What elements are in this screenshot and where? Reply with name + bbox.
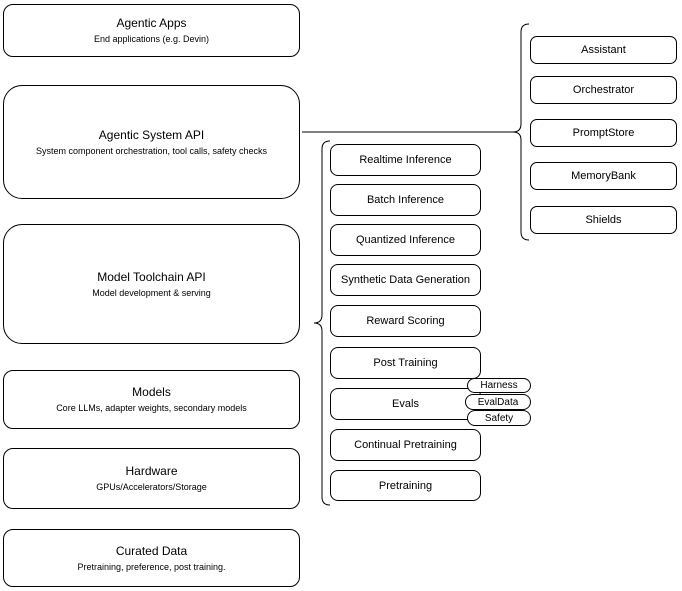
node-label: Synthetic Data Generation bbox=[340, 274, 471, 286]
node-title: Models bbox=[132, 385, 171, 399]
node-pretraining: Pretraining bbox=[330, 470, 481, 501]
node-promptstore: PromptStore bbox=[530, 119, 677, 147]
node-subtitle: GPUs/Accelerators/Storage bbox=[96, 482, 207, 492]
node-agentic-system-api: Agentic System API System component orch… bbox=[3, 85, 300, 199]
node-label: Post Training bbox=[373, 357, 438, 369]
tag-harness: Harness bbox=[467, 378, 531, 393]
node-label: Orchestrator bbox=[572, 84, 635, 96]
node-subtitle: Model development & serving bbox=[92, 287, 211, 298]
node-orchestrator: Orchestrator bbox=[530, 76, 677, 104]
node-quantized-inference: Quantized Inference bbox=[330, 224, 481, 256]
node-realtime-inference: Realtime Inference bbox=[330, 144, 481, 176]
node-label: Batch Inference bbox=[366, 194, 445, 206]
node-label: Evals bbox=[392, 398, 419, 410]
node-continual-pretraining: Continual Pretraining bbox=[330, 429, 481, 461]
node-subtitle: System component orchestration, tool cal… bbox=[35, 145, 268, 156]
toolchain-group-brace bbox=[313, 140, 331, 506]
node-label: Realtime Inference bbox=[359, 154, 452, 166]
tag-label: Harness bbox=[480, 380, 518, 391]
tag-safety: Safety bbox=[467, 410, 531, 426]
node-label: Reward Scoring bbox=[366, 315, 445, 327]
node-synthetic-data-generation: Synthetic Data Generation bbox=[330, 264, 481, 296]
node-subtitle: Core LLMs, adapter weights, secondary mo… bbox=[56, 403, 247, 413]
node-title: Model Toolchain API bbox=[97, 269, 206, 284]
node-assistant: Assistant bbox=[530, 36, 677, 64]
node-subtitle: Pretraining, preference, post training. bbox=[77, 561, 226, 572]
node-evals: Evals bbox=[330, 388, 481, 420]
node-model-toolchain-api: Model Toolchain API Model development & … bbox=[3, 224, 300, 344]
node-reward-scoring: Reward Scoring bbox=[330, 305, 481, 337]
node-hardware: Hardware GPUs/Accelerators/Storage bbox=[3, 448, 300, 509]
node-label: Assistant bbox=[581, 44, 626, 56]
node-label: Pretraining bbox=[378, 479, 433, 492]
tag-label: Safety bbox=[484, 412, 514, 424]
node-subtitle: End applications (e.g. Devin) bbox=[93, 34, 210, 44]
node-title: Agentic System API bbox=[98, 127, 205, 142]
node-title: Curated Data bbox=[115, 543, 188, 558]
node-label: Quantized Inference bbox=[355, 234, 456, 246]
node-curated-data: Curated Data Pretraining, preference, po… bbox=[3, 529, 300, 587]
node-memorybank: MemoryBank bbox=[530, 162, 677, 190]
node-shields: Shields bbox=[530, 206, 677, 234]
node-post-training: Post Training bbox=[330, 347, 481, 379]
node-title: Hardware bbox=[125, 464, 178, 478]
node-batch-inference: Batch Inference bbox=[330, 184, 481, 216]
node-label: PromptStore bbox=[572, 127, 635, 139]
node-label: Continual Pretraining bbox=[354, 439, 457, 451]
tag-evaldata: EvalData bbox=[465, 394, 531, 410]
system-group-brace bbox=[512, 23, 530, 241]
node-title: Agentic Apps bbox=[116, 16, 187, 30]
node-label: Shields bbox=[585, 214, 622, 226]
tag-label: EvalData bbox=[477, 396, 519, 408]
node-label: MemoryBank bbox=[571, 170, 636, 182]
node-models: Models Core LLMs, adapter weights, secon… bbox=[3, 370, 300, 429]
node-agentic-apps: Agentic Apps End applications (e.g. Devi… bbox=[3, 4, 300, 57]
